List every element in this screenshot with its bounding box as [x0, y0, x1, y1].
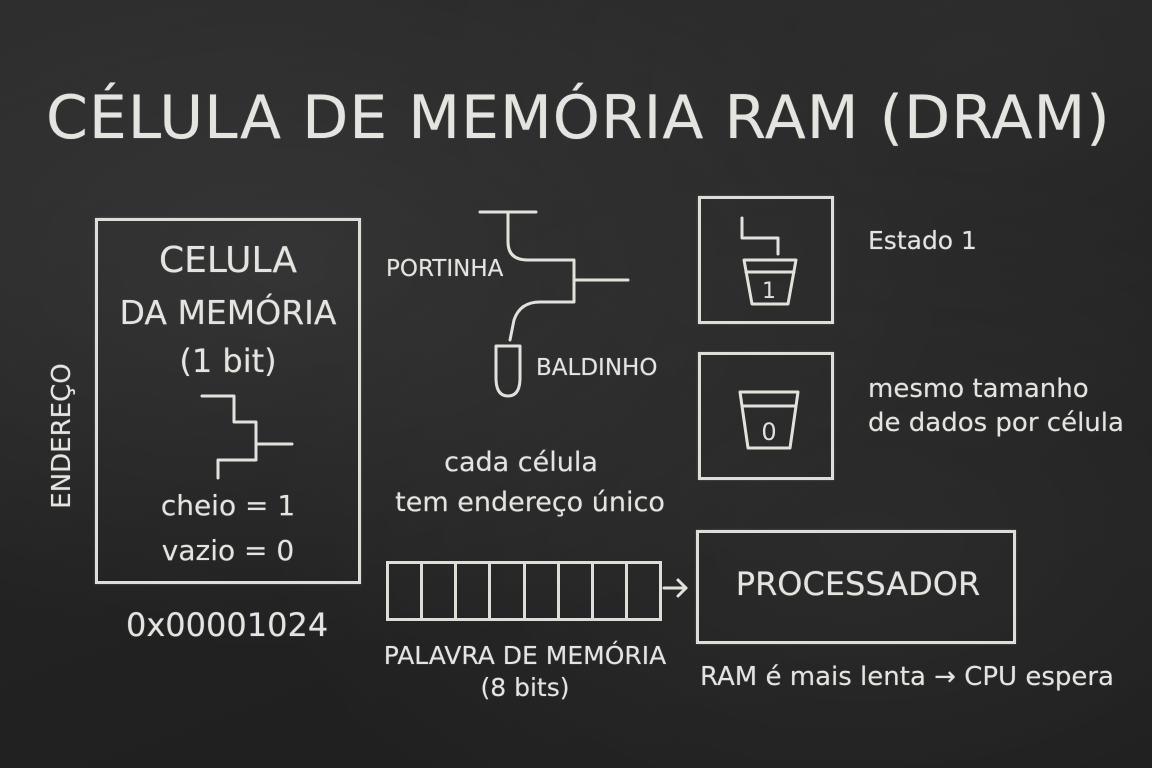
empty-bucket-icon: 0 — [738, 390, 800, 450]
full-state-label: cheio = 1 — [160, 489, 296, 522]
state1-box — [698, 196, 834, 324]
memory-word-label-line1: PALAVRA DE MEMÓRIA — [383, 641, 667, 670]
memory-word — [386, 561, 662, 621]
memory-word-cell — [560, 564, 594, 618]
state0-box — [698, 352, 834, 480]
cell-title-line1: CELULA — [158, 240, 297, 281]
same-size-line1: mesmo tamanho — [868, 374, 1089, 404]
same-size-line2: de dados por célula — [868, 408, 1124, 438]
processor-box — [696, 530, 1016, 644]
memory-word-cell — [491, 564, 526, 618]
gate-bucket-schematic — [478, 210, 630, 398]
memory-word-label-line2: (8 bits) — [480, 673, 570, 702]
unique-address-line1: cada célula — [444, 447, 598, 478]
memory-word-cell — [457, 564, 492, 618]
bucket-label: BALDINHO — [536, 355, 658, 381]
full-bucket-icon: 1 — [740, 216, 798, 306]
address-side-label: ENDEREÇO — [47, 363, 77, 509]
processor-note: RAM é mais lenta → CPU espera — [700, 662, 1114, 692]
memory-word-cell — [594, 564, 628, 618]
gate-label: PORTINHA — [386, 256, 504, 282]
memory-word-cell — [423, 564, 458, 618]
memory-cell-box — [95, 218, 361, 584]
memory-word-cell — [389, 564, 424, 618]
full-bucket-value: 1 — [762, 279, 776, 304]
arrow-to-processor-icon — [662, 578, 688, 598]
processor-label: PROCESSADOR — [735, 565, 981, 603]
state1-label: Estado 1 — [868, 226, 977, 255]
empty-bucket-value: 0 — [761, 418, 776, 446]
cell-address: 0x00001024 — [126, 606, 329, 644]
memory-word-cell — [628, 564, 659, 618]
cell-title-line3: (1 bit) — [179, 342, 277, 380]
diagram-title: CÉLULA DE MEMÓRIA RAM (DRAM) — [46, 83, 1111, 153]
cell-transistor-icon — [200, 394, 294, 480]
cell-title-line2: DA MEMÓRIA — [119, 293, 337, 332]
memory-word-cell — [526, 564, 560, 618]
empty-state-label: vazio = 0 — [161, 534, 295, 567]
unique-address-line2: tem endereço único — [395, 487, 665, 518]
